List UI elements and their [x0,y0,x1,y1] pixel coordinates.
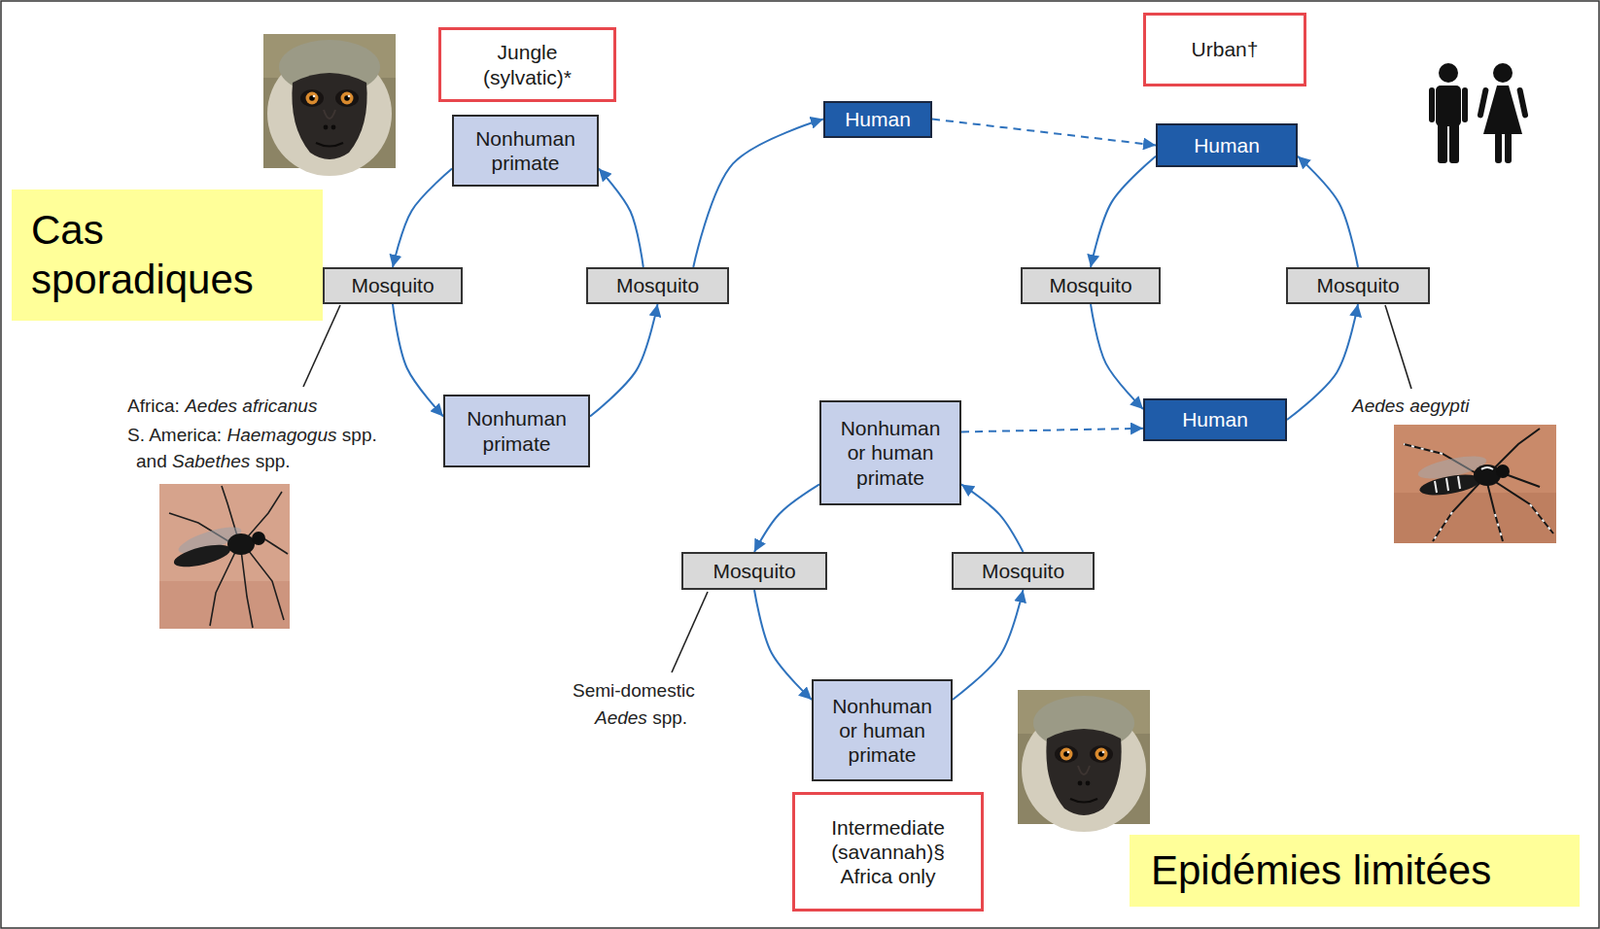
monkey-photo [1017,690,1150,833]
cycle-arrow [1090,156,1156,268]
node-text: Mosquito [616,273,699,298]
mosquito-photo [1393,424,1557,544]
node-text: Human [1193,133,1260,158]
leader-line [303,305,341,387]
species-name: spp. [652,707,688,729]
node-text: Nonhuman or human primate [826,694,939,768]
species-name: S. America: [127,424,222,446]
vector-box: Mosquito [322,267,463,305]
cycle-arrow [952,590,1024,700]
cycle-arrow [598,169,644,269]
human-box: Human [1143,398,1287,442]
species-name: Aedes [594,707,648,729]
dashed-arrow [961,428,1144,433]
node-text: Jungle (sylvatic)* [459,39,596,89]
cycle-arrow [590,304,659,418]
species-name: spp. [255,451,291,472]
species-name: Haemagogus [226,424,337,446]
leader-line [1385,305,1412,389]
vector-box: Mosquito [1020,267,1161,305]
species-label: Aedesspp. [594,707,688,731]
species-name: spp. [342,424,378,446]
cycle-title-box: Urban† [1143,12,1307,87]
leader-lines [303,305,1412,673]
node-text: Mosquito [712,558,796,584]
cycle-arrow [1286,304,1358,420]
species-name: Africa: [127,395,180,417]
cycle-arrow [392,304,444,418]
node-text: Mosquito [350,273,434,298]
species-label: S. America:Haemagogusspp. [127,424,378,448]
vector-box: Mosquito [586,267,730,305]
species-name: Aedes africanus [184,395,317,417]
node-text: Nonhuman primate [462,126,590,175]
species-name: and [136,451,168,472]
species-label: Aedes aegypti [1352,395,1469,418]
node-text: Cas sporadiques [31,206,304,305]
vector-box: Mosquito [681,552,828,591]
human-icons [1428,63,1530,164]
cycle-arrow [754,590,812,700]
species-label: andSabethesspp. [136,451,291,474]
node-text: Epidémies limitées [1150,846,1492,896]
human-box: Human [1155,123,1298,168]
host-box: Nonhuman or human primate [811,679,953,782]
node-text: Mosquito [1316,273,1399,298]
vector-box: Mosquito [1286,267,1430,305]
cycle-arrow [1090,304,1144,410]
cycle-title-box: Jungle (sylvatic)* [438,27,617,103]
note-box: Cas sporadiques [11,189,323,321]
vector-box: Mosquito [951,552,1095,591]
node-text: Nonhuman or human primate [834,416,947,490]
host-box: Nonhuman primate [452,114,599,187]
mosquito-photo [159,484,290,629]
species-name: Sabethes [172,451,250,472]
species-label: Africa:Aedes africanus [127,395,317,418]
cycle-arrow [693,119,824,269]
node-text: Mosquito [1048,273,1132,298]
cycle-arrow [1297,156,1358,268]
node-text: Human [844,106,911,132]
node-text: Nonhuman primate [453,406,581,455]
species-name: Aedes aegypti [1352,395,1469,417]
dashed-arrow [932,119,1156,146]
node-text: Intermediate (savannah)§ Africa only [820,815,957,890]
leader-line [671,591,708,673]
cycle-arrow [392,169,453,269]
node-text: Mosquito [981,558,1065,584]
cycle-title-box: Intermediate (savannah)§ Africa only [792,792,984,912]
host-box: Nonhuman or human primate [819,400,962,506]
node-text: Human [1182,407,1249,432]
species-name: Semi-domestic [572,680,696,701]
cycle-arrow [754,484,820,553]
monkey-photo [263,34,396,176]
note-box: Epidémies limitées [1129,834,1580,907]
node-text: Urban† [1191,36,1259,62]
host-box: Nonhuman primate [443,394,591,468]
species-label: Semi-domestic [572,680,696,703]
human-box: Human [823,101,933,139]
cycle-arrow [961,484,1024,553]
